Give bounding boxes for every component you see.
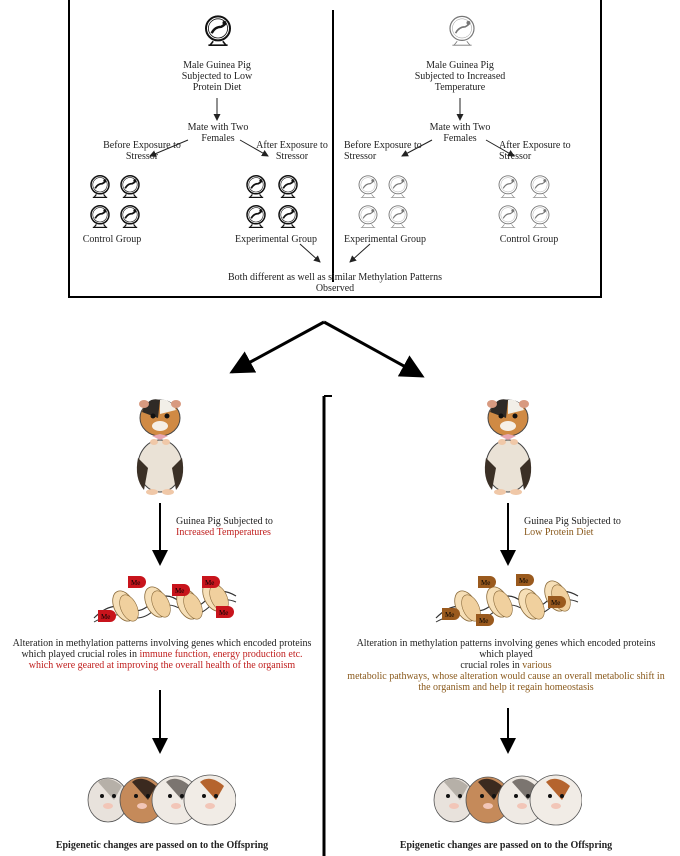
svg-text:Me: Me (481, 579, 490, 587)
svg-text:Me: Me (519, 577, 528, 585)
hamster-wheel-icon (356, 204, 380, 233)
hamster-wheel-icon (202, 14, 234, 51)
right-subject-label: Male Guinea Pig Subjected to Increased T… (414, 60, 506, 93)
svg-text:Me: Me (219, 609, 228, 617)
left-control-group-label: Control Group (82, 234, 142, 245)
hamster-wheel-icon (244, 204, 268, 233)
right-subject-caption: Guinea Pig Subjected to Low Protein Diet (524, 516, 621, 538)
left-experimental-group-label: Experimental Group (235, 234, 317, 245)
hamster-wheel-icon (386, 174, 410, 203)
left-before-label: Before Exposure to Stressor (103, 140, 181, 162)
right-offspring-litter-icon (432, 764, 583, 835)
left-offspring-text: Epigenetic changes are passed on to the … (55, 840, 269, 851)
hamster-wheel-icon (118, 174, 142, 203)
hamster-wheel-icon (244, 174, 268, 203)
right-guinea-pig-icon (478, 388, 538, 503)
hamster-wheel-icon (276, 204, 300, 233)
left-guinea-pig-icon (130, 388, 190, 503)
left-subject-caption: Guinea Pig Subjected to Increased Temper… (176, 516, 273, 538)
hamster-wheel-icon (528, 174, 552, 203)
left-mate-label: Mate with Two Females (187, 122, 249, 144)
left-after-label: After Exposure to Stressor (256, 140, 328, 162)
svg-text:Me: Me (131, 579, 140, 587)
hamster-wheel-icon (528, 204, 552, 233)
right-mate-label: Mate with Two Females (429, 122, 491, 144)
hamster-wheel-icon (356, 174, 380, 203)
hamster-wheel-icon (276, 174, 300, 203)
svg-text:Me: Me (551, 599, 560, 607)
top-panel-divider (332, 10, 334, 282)
hamster-wheel-icon (88, 174, 112, 203)
svg-text:Me: Me (479, 617, 488, 625)
right-before-label: Before Exposure to Stressor (344, 140, 422, 162)
hamster-wheel-icon (88, 204, 112, 233)
hamster-wheel-icon (386, 204, 410, 233)
svg-text:Me: Me (175, 587, 184, 595)
hamster-wheel-icon (446, 14, 478, 51)
hamster-wheel-icon (118, 204, 142, 233)
right-after-label: After Exposure to Stressor (499, 140, 571, 162)
left-offspring-litter-icon (86, 764, 237, 835)
right-experimental-group-label: Experimental Group (344, 234, 426, 245)
left-alteration-text: Alteration in methylation patterns invol… (12, 638, 312, 671)
svg-text:Me: Me (205, 579, 214, 587)
svg-text:Me: Me (445, 611, 454, 619)
right-offspring-text: Epigenetic changes are passed on to the … (399, 840, 613, 851)
conclusion-label: Both different as well as similar Methyl… (228, 272, 442, 294)
right-control-group-label: Control Group (499, 234, 559, 245)
hamster-wheel-icon (496, 174, 520, 203)
svg-text:Me: Me (101, 613, 110, 621)
hamster-wheel-icon (496, 204, 520, 233)
left-subject-label: Male Guinea Pig Subjected to Low Protein… (181, 60, 253, 93)
top-panel (68, 0, 602, 298)
right-alteration-text: Alteration in methylation patterns invol… (347, 638, 665, 693)
